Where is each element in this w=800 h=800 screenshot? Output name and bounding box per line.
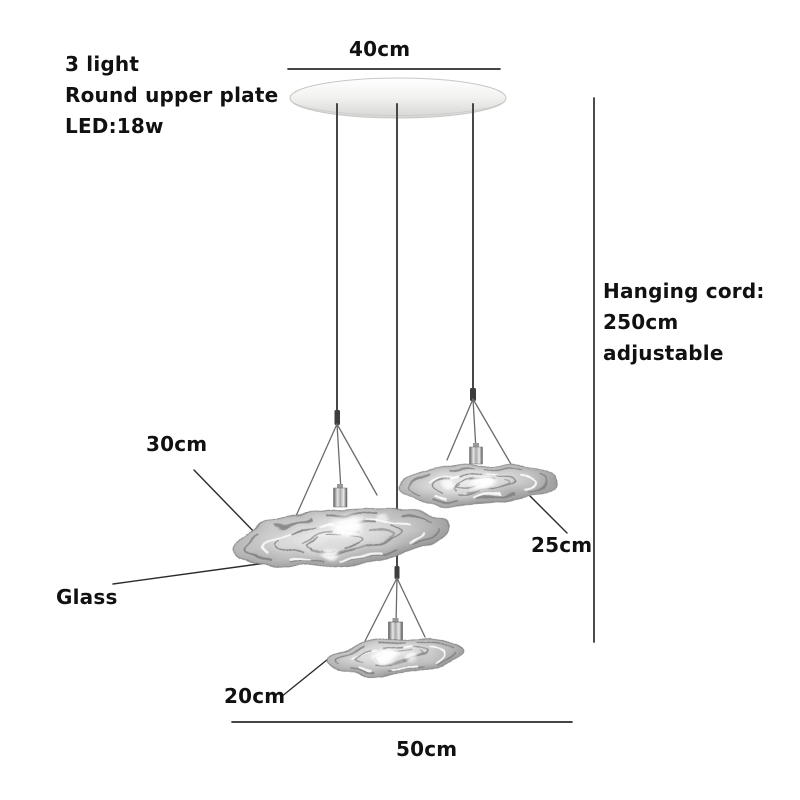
spec-line-plate: Round upper plate: [65, 83, 279, 107]
material-label: Glass: [56, 585, 118, 609]
note-line-title: Hanging cord:: [603, 279, 765, 303]
swirl-stroke: [347, 645, 446, 671]
leader-line-30cm: [193, 469, 259, 537]
suspension-wire: [336, 423, 342, 491]
suspension-wire: [395, 577, 398, 625]
swirl-stroke: [259, 519, 426, 563]
bulb-glow: [327, 512, 368, 539]
lamp-right: [397, 388, 559, 506]
cord-ferrule: [470, 388, 476, 401]
bulb-socket: [469, 446, 483, 465]
glass-texture: [335, 640, 457, 672]
suspension-wire: [396, 577, 426, 638]
socket-nub: [392, 618, 399, 623]
leader-line-20cm: [280, 654, 334, 698]
bulb-glow: [317, 545, 342, 560]
lamp-large: [233, 410, 451, 568]
dimension-large-shade: 30cm: [146, 432, 208, 456]
glass-shade-right: [397, 462, 559, 506]
product-specs: 3 light Round upper plate LED:18w: [65, 49, 278, 142]
leader-line-25cm: [524, 490, 568, 534]
spec-line-lights: 3 light: [65, 52, 140, 76]
cord-ferrule: [394, 566, 400, 579]
swirl-stroke: [421, 472, 536, 500]
socket-nub: [337, 484, 343, 489]
dimension-bottom-shade: 20cm: [224, 684, 286, 708]
dimension-bottom-width: 50cm: [396, 737, 458, 761]
bulb-glow: [438, 477, 457, 490]
hanging-cord-note: Hanging cord: 250cm adjustable: [603, 276, 765, 369]
bulb-glow: [402, 653, 419, 664]
suspension-wires: [446, 398, 513, 467]
suspension-wires: [364, 577, 426, 642]
bulb-glow: [376, 513, 391, 522]
spec-line-led: LED:18w: [65, 114, 164, 138]
suspension-wires: [295, 423, 378, 517]
swirl-stroke: [407, 466, 549, 502]
note-line-adjustable: adjustable: [603, 341, 724, 365]
bulb-socket: [333, 487, 348, 508]
glass-shade-bottom: [327, 637, 465, 675]
glass-shade-large: [233, 508, 451, 568]
suspension-wire: [472, 398, 513, 467]
note-line-length: 250cm: [603, 310, 679, 334]
suspension-wire: [446, 398, 474, 461]
dimension-top-width: 40cm: [349, 37, 411, 61]
socket-nub: [473, 443, 479, 448]
suspension-wire: [364, 577, 398, 642]
bulb-glow: [370, 646, 399, 666]
suspension-wire: [336, 423, 378, 496]
bulb-glow: [466, 474, 499, 495]
suspension-wire: [472, 398, 477, 451]
lamp-bottom: [327, 566, 465, 675]
suspension-wire: [295, 423, 338, 517]
dimension-right-shade: 25cm: [531, 533, 593, 557]
cord-ferrule: [334, 410, 340, 425]
